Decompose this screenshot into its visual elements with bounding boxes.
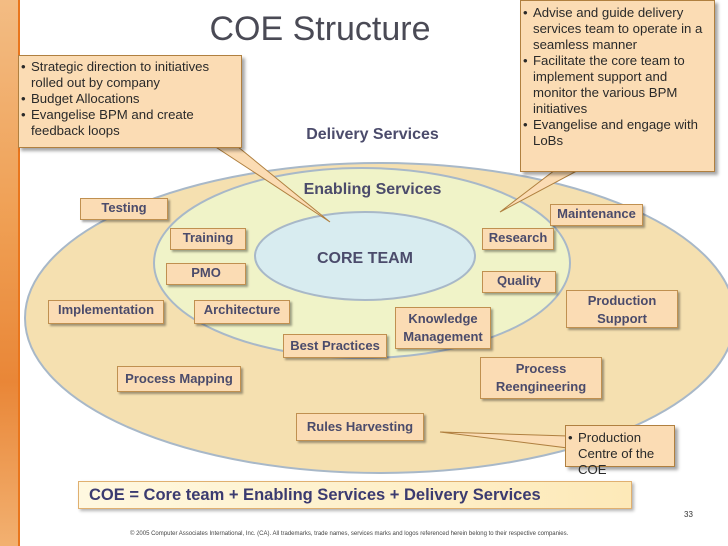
pmo-box: PMO: [166, 263, 246, 285]
callout-left-item: Budget Allocations: [19, 91, 241, 107]
callout-left-item: Strategic direction to initiatives rolle…: [19, 59, 241, 91]
knowledge-management-line-1: Knowledge: [408, 311, 478, 326]
coe-formula: COE = Core team + Enabling Services + De…: [78, 481, 632, 509]
process-reengineering-box: Process Reengineering: [480, 357, 602, 399]
callout-bottom: Production Centre of the COE: [565, 425, 675, 477]
page-title: COE Structure: [209, 10, 431, 48]
core-team-ellipse: [254, 211, 476, 301]
copyright-footer: © 2005 Computer Associates International…: [130, 531, 569, 537]
research-box: Research: [482, 228, 554, 250]
implementation-box: Implementation: [48, 300, 164, 324]
quality-box: Quality: [482, 271, 556, 293]
core-team-label: CORE TEAM: [317, 250, 413, 267]
callout-left-item: Evangelise BPM and create feedback loops: [19, 107, 241, 139]
production-support-line-2: Support: [597, 311, 647, 326]
callout-bottom-item: Production Centre of the COE: [566, 430, 674, 478]
architecture-box: Architecture: [194, 300, 290, 324]
production-support-line-1: Production: [587, 293, 657, 308]
delivery-services-label: Delivery Services: [306, 126, 439, 143]
training-box: Training: [170, 228, 246, 250]
rules-harvesting-box: Rules Harvesting: [296, 413, 424, 441]
callout-right-item: Evangelise and engage with LoBs: [521, 117, 714, 149]
callout-left: Strategic direction to initiatives rolle…: [18, 55, 242, 148]
sidebar-photo: [0, 0, 18, 546]
process-mapping-box: Process Mapping: [117, 366, 241, 392]
testing-box: Testing: [80, 198, 168, 220]
knowledge-management-box: Knowledge Management: [395, 307, 491, 349]
knowledge-management-line-2: Management: [403, 329, 483, 344]
process-reengineering-line-2: Reengineering: [495, 379, 587, 394]
enabling-services-label: Enabling Services: [303, 181, 442, 198]
maintenance-box: Maintenance: [550, 204, 643, 226]
callout-right-item: Facilitate the core team to implement su…: [521, 53, 714, 117]
best-practices-box: Best Practices: [283, 334, 387, 358]
decorative-sidebar: [0, 0, 20, 546]
page-number: 33: [684, 510, 693, 519]
callout-right: Advise and guide delivery services team …: [520, 0, 715, 172]
production-support-box: Production Support: [566, 290, 678, 328]
callout-right-item: Advise and guide delivery services team …: [521, 5, 714, 53]
process-reengineering-line-1: Process: [515, 361, 567, 376]
